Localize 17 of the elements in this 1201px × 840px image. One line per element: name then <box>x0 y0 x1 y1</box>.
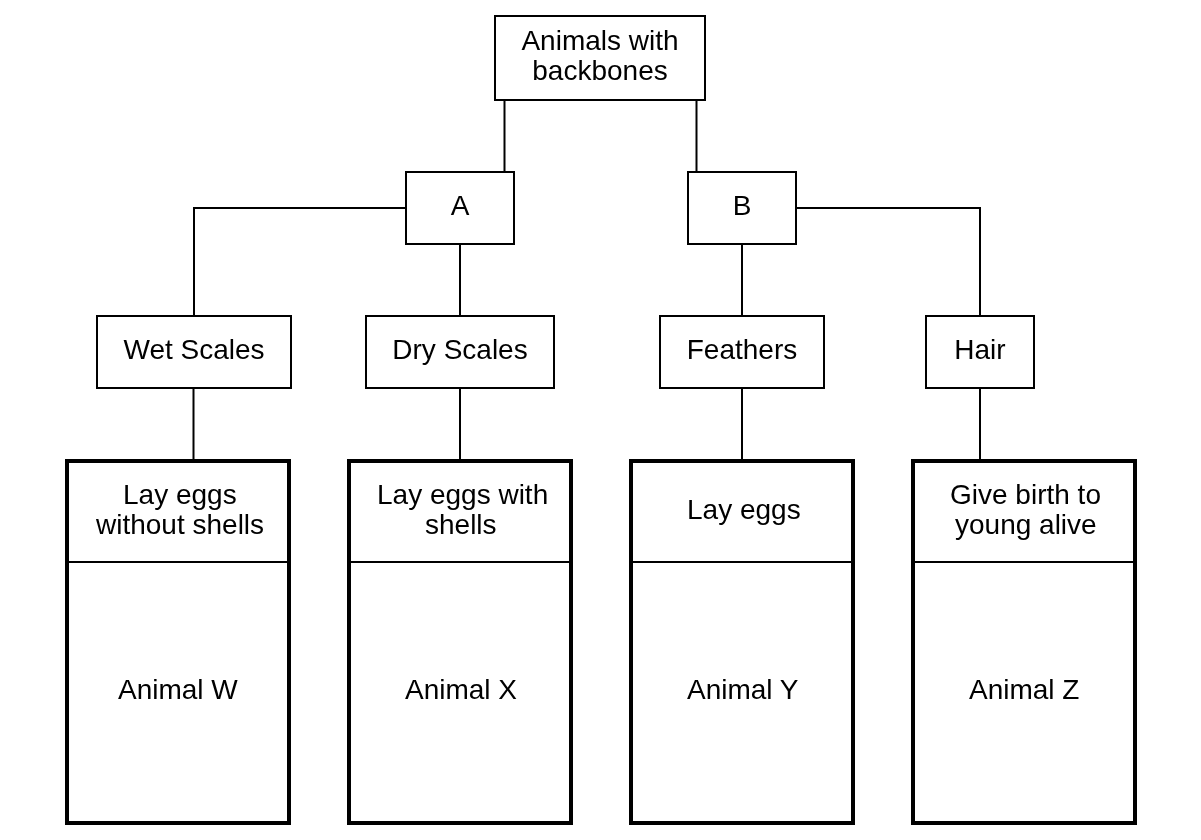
node-box: B <box>686 171 797 245</box>
node-box: Dry Scales <box>364 315 555 389</box>
node-box: Wet Scales <box>95 315 292 389</box>
connector <box>740 387 743 461</box>
connector <box>794 207 981 317</box>
connector <box>695 99 697 173</box>
connector <box>192 387 194 461</box>
node-box: A <box>404 171 515 245</box>
connector <box>458 387 461 461</box>
connector <box>192 207 406 317</box>
node-box: Animals with backbones <box>493 15 706 101</box>
connector <box>503 99 505 173</box>
node-box: Feathers <box>658 315 825 389</box>
connector <box>978 387 981 461</box>
connector <box>458 243 461 317</box>
connector <box>740 243 743 317</box>
node-box: Hair <box>924 315 1035 389</box>
